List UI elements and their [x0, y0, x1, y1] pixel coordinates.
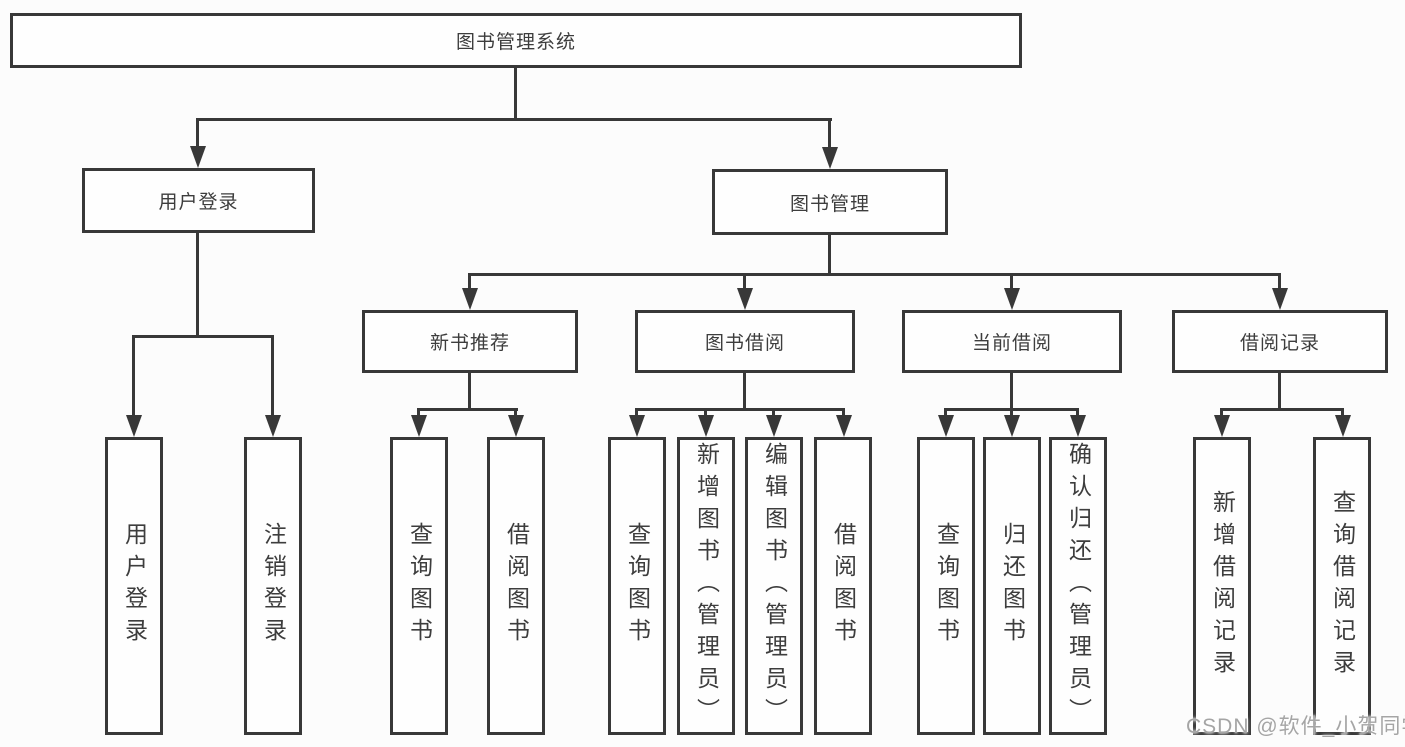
arrowhead-down-icon — [766, 415, 782, 437]
leaf-query-books-2: 查询图书 — [608, 437, 666, 735]
node-book-borrow: 图书借阅 — [635, 310, 855, 373]
arrowhead-down-icon — [462, 288, 478, 310]
arrowhead-down-icon — [698, 415, 714, 437]
leaf-label: 借阅图书 — [503, 522, 530, 650]
leaf-label: 新增图书（管理员） — [693, 442, 720, 730]
leaf-add-borrow-record: 新增借阅记录 — [1193, 437, 1251, 735]
connector-line — [417, 408, 420, 418]
leaf-query-books-1: 查询图书 — [390, 437, 448, 735]
connector-line — [944, 408, 947, 418]
connector-line — [271, 335, 274, 417]
arrowhead-down-icon — [1214, 415, 1230, 437]
leaf-query-books-3: 查询图书 — [917, 437, 975, 735]
arrowhead-down-icon — [126, 415, 142, 437]
leaf-label: 查询图书 — [406, 522, 433, 650]
arrowhead-down-icon — [629, 415, 645, 437]
connector-line — [635, 408, 845, 411]
connector-line — [196, 118, 199, 148]
connector-line — [828, 235, 831, 273]
leaf-label: 编辑图书（管理员） — [761, 442, 788, 730]
leaf-label: 确认归还（管理员） — [1065, 442, 1092, 730]
node-label: 用户登录 — [158, 192, 239, 213]
connector-line — [1278, 273, 1281, 290]
arrowhead-down-icon — [190, 146, 206, 168]
arrowhead-down-icon — [1070, 415, 1086, 437]
leaf-borrow-books-1: 借阅图书 — [487, 437, 545, 735]
node-new-book-recommend: 新书推荐 — [362, 310, 578, 373]
connector-line — [1010, 408, 1013, 418]
arrowhead-down-icon — [822, 147, 838, 169]
node-borrow-records: 借阅记录 — [1172, 310, 1388, 373]
connector-line — [1076, 408, 1079, 418]
arrowhead-down-icon — [1004, 288, 1020, 310]
arrowhead-down-icon — [737, 288, 753, 310]
leaf-label: 查询图书 — [933, 522, 960, 650]
connector-line — [1220, 408, 1344, 411]
leaf-label: 用户登录 — [121, 522, 148, 650]
connector-line — [468, 273, 1281, 276]
connector-line — [1341, 408, 1344, 418]
node-label: 借阅记录 — [1239, 333, 1320, 354]
connector-line — [828, 118, 831, 148]
connector-line — [132, 335, 135, 417]
connector-line — [1010, 373, 1013, 408]
leaf-borrow-books-2: 借阅图书 — [814, 437, 872, 735]
leaf-label: 查询图书 — [624, 522, 651, 650]
arrowhead-down-icon — [265, 415, 281, 437]
node-label: 图书借阅 — [704, 333, 785, 354]
arrowhead-down-icon — [411, 415, 427, 437]
arrowhead-down-icon — [508, 415, 524, 437]
leaf-label: 新增借阅记录 — [1209, 490, 1236, 682]
node-label: 新书推荐 — [429, 333, 510, 354]
arrowhead-down-icon — [938, 415, 954, 437]
leaf-label: 注销登录 — [260, 522, 287, 650]
arrowhead-down-icon — [836, 415, 852, 437]
connector-line — [635, 408, 638, 418]
connector-line — [468, 373, 471, 408]
connector-line — [468, 273, 471, 290]
leaf-confirm-return-admin: 确认归还（管理员） — [1049, 437, 1107, 735]
leaf-label: 归还图书 — [999, 522, 1026, 650]
node-user-login: 用户登录 — [82, 168, 315, 233]
connector-line — [743, 373, 746, 408]
connector-line — [772, 408, 775, 418]
leaf-return-books: 归还图书 — [983, 437, 1041, 735]
node-label: 当前借阅 — [971, 333, 1052, 354]
connector-line — [132, 335, 274, 338]
node-current-borrow: 当前借阅 — [902, 310, 1122, 373]
connector-line — [1278, 373, 1281, 408]
leaf-query-borrow-record: 查询借阅记录 — [1313, 437, 1371, 735]
arrowhead-down-icon — [1335, 415, 1351, 437]
node-label: 图书管理系统 — [455, 32, 576, 53]
connector-line — [842, 408, 845, 418]
connector-line — [417, 408, 518, 411]
connector-line — [196, 118, 832, 121]
node-label: 图书管理 — [789, 193, 870, 215]
arrowhead-down-icon — [1004, 415, 1020, 437]
leaf-label: 查询借阅记录 — [1329, 490, 1356, 682]
connector-line — [196, 233, 199, 335]
connector-line — [1220, 408, 1223, 418]
node-library-system: 图书管理系统 — [10, 13, 1022, 68]
connector-line — [743, 273, 746, 290]
leaf-add-books-admin: 新增图书（管理员） — [677, 437, 735, 735]
csdn-watermark: CSDN @软件_小贺同学 — [1186, 715, 1405, 738]
node-book-management: 图书管理 — [712, 169, 948, 235]
connector-line — [1010, 273, 1013, 290]
connector-line — [514, 68, 517, 118]
leaf-edit-books-admin: 编辑图书（管理员） — [745, 437, 803, 735]
connector-line — [514, 408, 517, 418]
arrowhead-down-icon — [1272, 288, 1288, 310]
leaf-label: 借阅图书 — [830, 522, 857, 650]
connector-line — [704, 408, 707, 418]
leaf-logout: 注销登录 — [244, 437, 302, 735]
leaf-user-login: 用户登录 — [105, 437, 163, 735]
